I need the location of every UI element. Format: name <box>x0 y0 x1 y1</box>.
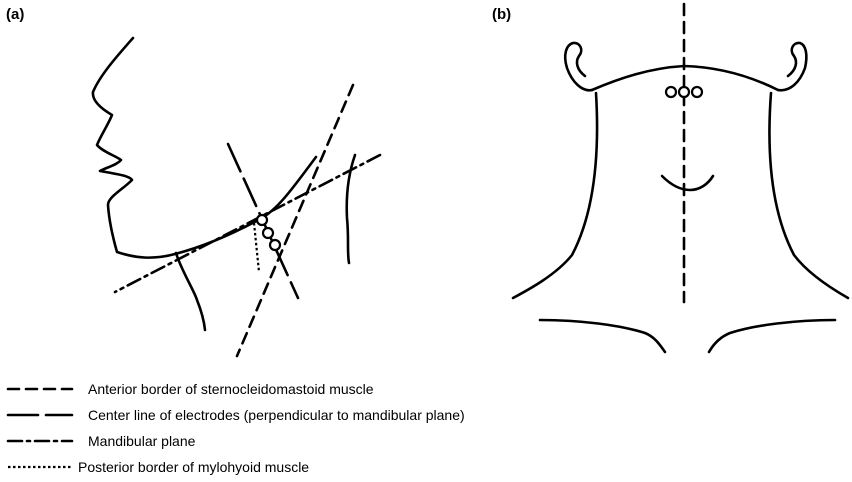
electrode-left <box>666 87 676 97</box>
electrode-center <box>679 87 689 97</box>
legend-item-sternocleidomastoid: Anterior border of sternocleidomastoid m… <box>8 381 374 397</box>
mylohyoid-border-line <box>254 223 259 272</box>
left-ear-outline <box>565 43 592 90</box>
legend-label: Posterior border of mylohyoid muscle <box>78 459 309 475</box>
legend-item-electrode-center-line: Center line of electrodes (perpendicular… <box>8 407 465 423</box>
electrode-2 <box>263 228 273 238</box>
legend-label: Mandibular plane <box>88 433 196 449</box>
legend: Anterior border of sternocleidomastoid m… <box>8 381 465 475</box>
panel-b-label: (b) <box>492 6 511 23</box>
right-neck-side-outline <box>769 93 848 298</box>
right-collar-outline <box>709 320 835 352</box>
left-neck-side-outline <box>513 93 597 298</box>
legend-label: Anterior border of sternocleidomastoid m… <box>88 381 374 397</box>
panel-a-label: (a) <box>6 6 24 23</box>
adams-apple-outline <box>662 176 713 190</box>
electrode-1 <box>257 215 267 225</box>
legend-label: Center line of electrodes (perpendicular… <box>88 407 465 423</box>
electrode-3 <box>270 240 280 250</box>
right-ear-outline <box>778 43 806 90</box>
legend-item-mylohyoid: Posterior border of mylohyoid muscle <box>8 459 309 475</box>
left-collar-outline <box>540 320 665 352</box>
panel-b: (b) <box>492 4 848 352</box>
face-profile-outline <box>93 38 316 258</box>
legend-item-mandibular-plane: Mandibular plane <box>8 433 196 449</box>
electrode-right <box>692 87 702 97</box>
front-neck-outline <box>176 253 205 330</box>
panel-a: (a) <box>6 6 380 356</box>
mandibular-plane-line <box>115 155 380 292</box>
